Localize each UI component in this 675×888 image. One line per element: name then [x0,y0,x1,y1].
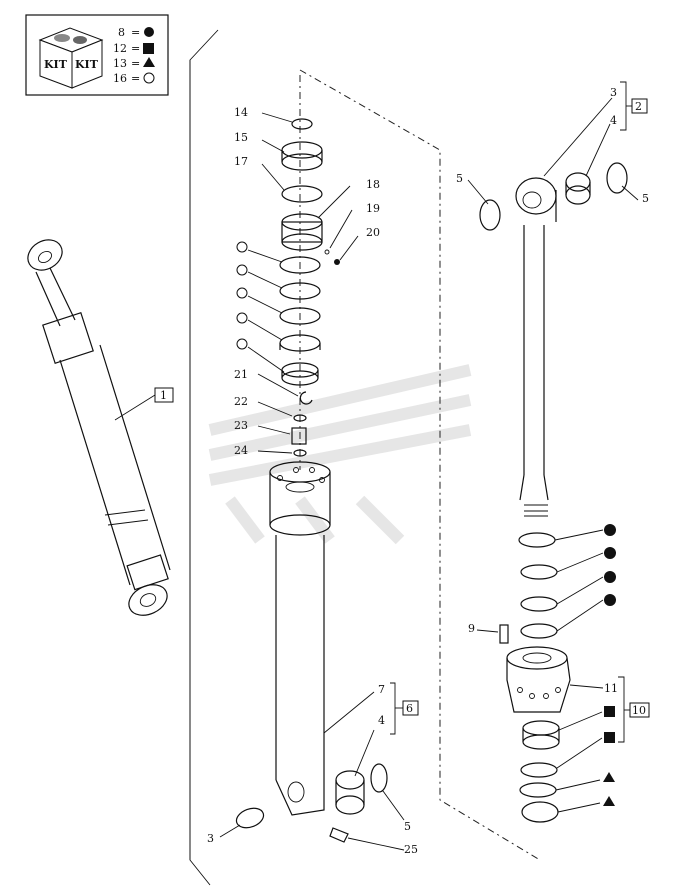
filled-circle-icon [604,524,616,536]
callout-6: 6 [406,702,413,715]
legend-number: 12 [113,42,127,55]
callout-5-upper-left: 5 [456,172,463,185]
kit-legend-row: 16 = [113,72,155,85]
filled-circle-icon [604,594,616,606]
callout-25: 25 [404,843,418,856]
filled-square-icon [604,706,615,717]
open-circle-icon [143,72,155,84]
callout-9: 9 [468,622,475,635]
callout-20: 20 [366,226,380,239]
filled-circle-icon [604,571,616,583]
callout-19: 19 [366,202,380,215]
legend-equals: = [131,72,140,85]
kit-legend-row: 13 = [113,57,155,70]
kit-legend-row: 12 = [113,42,154,55]
callout-17: 17 [234,155,248,168]
callout-1: 1 [160,389,167,402]
legend-number: 8 [118,26,125,39]
kit-box-icon: KIT KIT [38,27,104,89]
kit-legend: KIT KIT 8 = 12 = 13 = 16 = [25,14,169,96]
gland-and-seals: 9 11 10 [468,524,650,823]
open-circle-icon [236,287,248,299]
diagram-frame [189,29,219,886]
callout-18: 18 [366,178,380,191]
cylinder-tube: 7 4 6 5 3 25 [207,461,419,856]
callout-5-upper-right: 5 [642,192,649,205]
callout-3-lower: 3 [207,832,214,845]
open-circle-icon [236,264,248,276]
callout-22: 22 [234,395,248,408]
callout-10: 10 [632,704,646,717]
watermark-logo [208,364,472,545]
callout-14: 14 [234,106,248,119]
callout-7: 7 [378,683,385,696]
legend-number: 13 [113,57,127,70]
assembly-lines [299,69,541,861]
kit-label-right: KIT [75,58,99,71]
legend-equals: = [131,26,140,39]
callout-4-lower: 4 [378,714,385,727]
legend-equals: = [131,42,140,55]
filled-circle-icon [604,547,616,559]
filled-triangle-icon [603,796,615,806]
open-circle-icon [236,241,248,253]
callout-24: 24 [234,444,248,457]
open-circle-icon [236,338,248,350]
assembled-cylinder: 1 [27,239,174,616]
filled-circle-icon [144,27,154,37]
legend-number: 16 [113,72,127,85]
kit-legend-row: 8 = [118,26,154,39]
callout-21: 21 [234,368,248,381]
filled-square-icon [143,43,154,54]
legend-equals: = [131,57,140,70]
filled-triangle-icon [603,772,615,782]
piston-rod: 3 2 4 5 5 [456,81,649,517]
callout-23: 23 [234,419,248,432]
callout-15: 15 [234,131,248,144]
kit-label-left: KIT [44,58,68,71]
callout-2: 2 [635,100,642,113]
filled-square-icon [604,732,615,743]
filled-triangle-icon [143,57,155,67]
callout-3-upper: 3 [610,86,617,99]
piston-parts: 14 15 17 18 19 20 [234,106,380,457]
callout-11: 11 [604,682,618,695]
callout-4-upper: 4 [610,114,617,127]
open-circle-icon [236,312,248,324]
callout-5-lower-center: 5 [404,820,411,833]
